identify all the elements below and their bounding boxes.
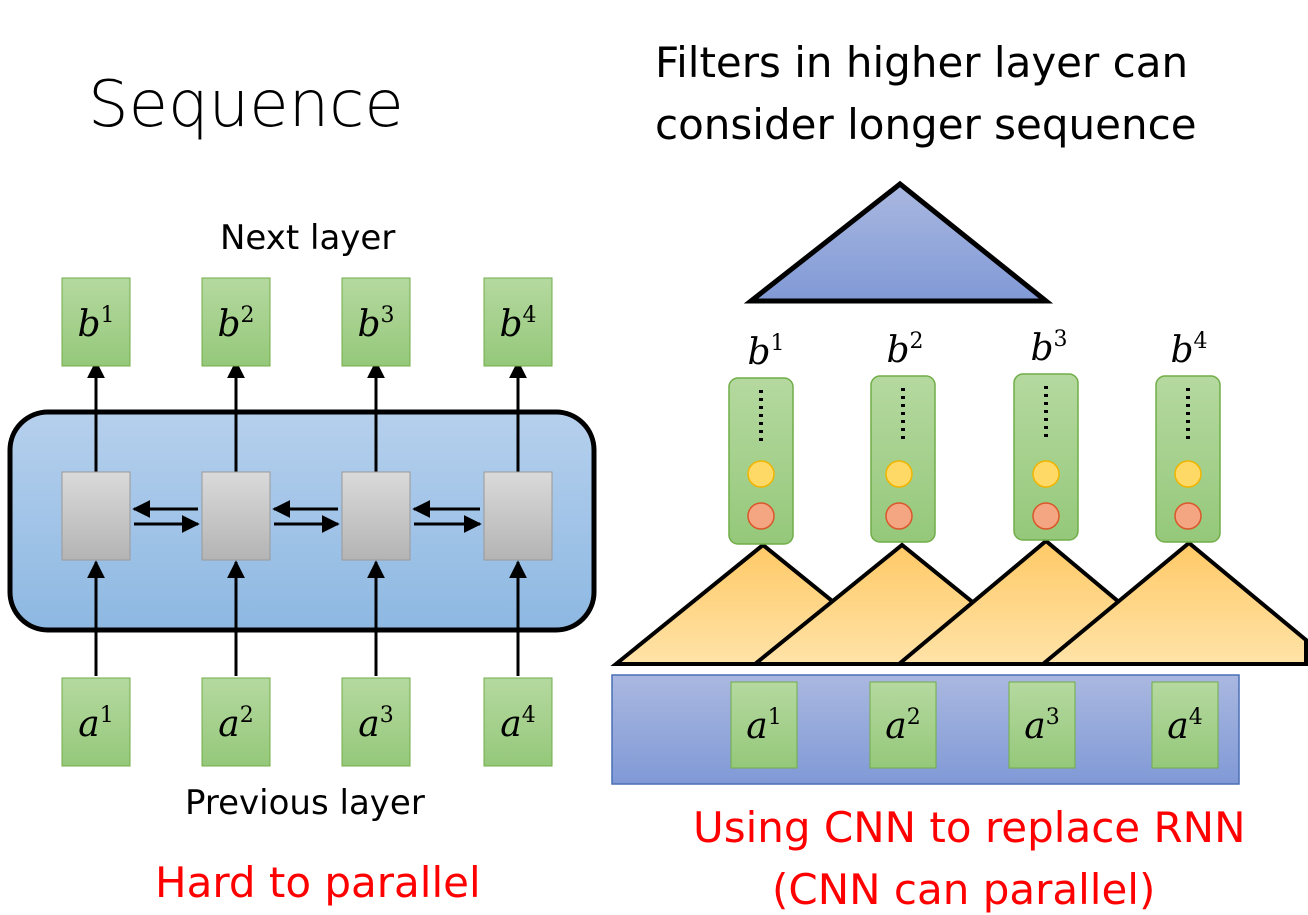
left-input-box: a2 [201,677,271,767]
red-neuron [1032,502,1060,530]
cnn-filter [1037,540,1308,666]
rnn-cell [341,471,411,561]
left-title: Sequence [88,68,404,142]
cnn-output-label: b1 [747,331,784,373]
higher-layer-filter [743,180,1054,304]
rnn-block [7,409,597,633]
yellow-neuron [1032,460,1060,488]
next-layer-label: Next layer [220,218,396,258]
yellow-neuron [885,460,913,488]
left-input-box: a1 [61,677,131,767]
red-neuron [885,502,913,530]
cnn-feature-column [728,377,794,545]
left-input-box: a3 [341,677,411,767]
left-output-box: b2 [201,277,271,367]
left-output-box: b3 [341,277,411,367]
red-neuron [747,502,775,530]
cnn-feature-column [870,375,936,543]
cnn-input-box: a2 [869,681,937,769]
input-label: a2 [885,705,920,747]
yellow-neuron [1174,460,1202,488]
right-heading: Filters in higher layer can consider lon… [655,32,1197,156]
input-label: a4 [1167,705,1202,747]
previous-layer-label: Previous layer [185,783,425,823]
left-output-box: b1 [61,277,131,367]
right-heading-line1: Filters in higher layer can [655,38,1189,87]
cnn-feature-column [1013,373,1079,541]
cnn-input-box: a4 [1151,681,1219,769]
bidirectional-arrows [132,500,482,533]
rnn-cell [201,471,271,561]
right-heading-line2: consider longer sequence [655,100,1197,149]
cnn-output-label: b2 [886,329,923,371]
left-vertical-arrows [87,360,527,676]
yellow-neuron [747,460,775,488]
output-label: b4 [499,303,536,345]
cnn-input-box: a1 [730,681,798,769]
output-label: b3 [357,303,394,345]
right-caption-line1: Using CNN to replace RNN [693,803,1246,852]
input-label: a4 [500,703,535,745]
output-label: b2 [217,303,254,345]
left-output-box: b4 [483,277,553,367]
input-label: a1 [78,703,113,745]
input-label: a3 [358,703,393,745]
input-label: a1 [746,705,781,747]
cnn-output-label: b3 [1030,327,1067,369]
input-label: a3 [1024,705,1059,747]
right-caption-line2: (CNN can parallel) [772,865,1156,914]
cnn-input-box: a3 [1008,681,1076,769]
output-label: b1 [77,303,114,345]
input-label: a2 [218,703,253,745]
cnn-output-label: b4 [1170,329,1207,371]
left-input-box: a4 [483,677,553,767]
rnn-cell [61,471,131,561]
left-caption: Hard to parallel [155,858,481,907]
rnn-cell [483,471,553,561]
cnn-feature-column [1155,375,1221,543]
red-neuron [1174,502,1202,530]
